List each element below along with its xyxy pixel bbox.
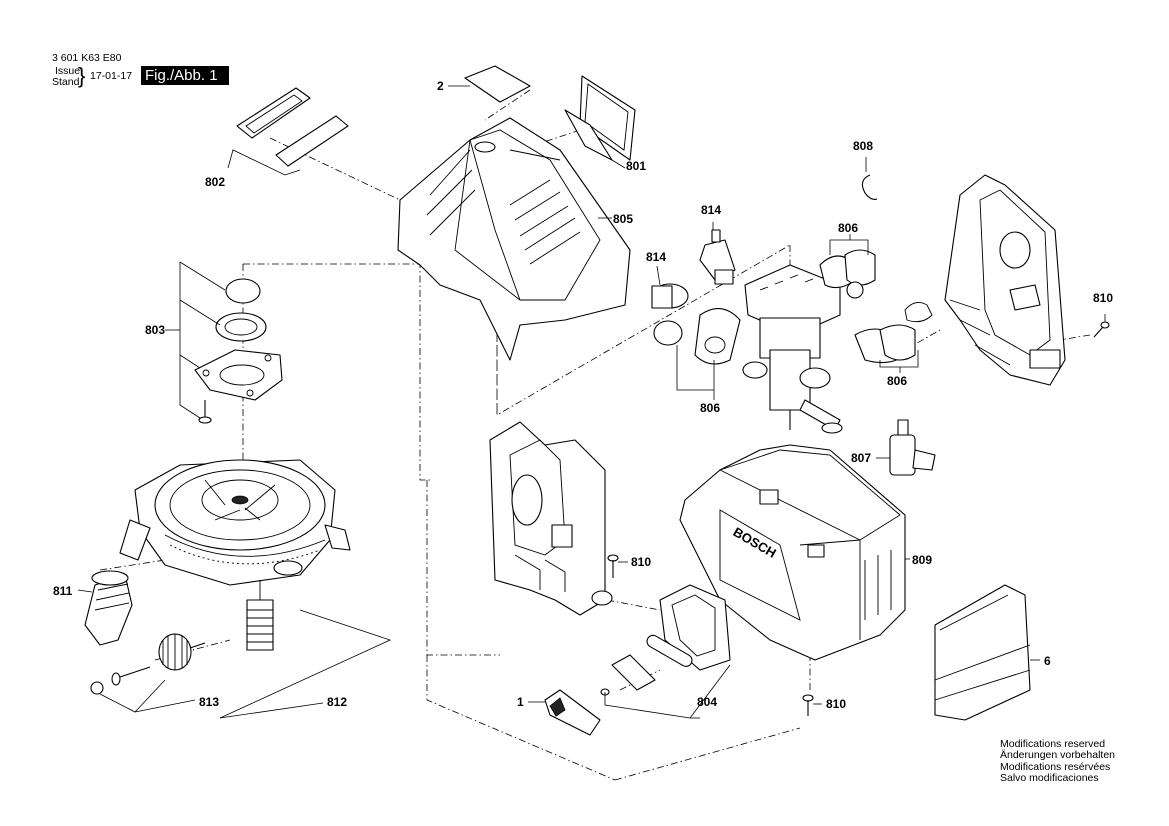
part-808-clip [861, 157, 878, 200]
note-es: Salvo modificaciones [1000, 771, 1099, 784]
part-810-screw-right [1093, 314, 1110, 338]
label-6: 6 [1044, 654, 1051, 668]
modification-notes: Modifications reserved Änderungen vorbeh… [1000, 738, 1116, 784]
label-810-bottom: 810 [826, 697, 846, 711]
part-2-cover-plate [448, 65, 531, 103]
part-810-screw-middle [607, 554, 628, 578]
label-806-left: 806 [700, 401, 720, 415]
label-804: 804 [697, 695, 717, 709]
spring-clip-right [904, 301, 933, 323]
label-813: 813 [199, 695, 219, 709]
part-813-knob-screw [90, 633, 206, 713]
part-labels: 2 801 802 805 803 811 813 812 1 810 804 … [53, 79, 1113, 711]
label-812: 812 [327, 695, 347, 709]
label-807: 807 [851, 451, 871, 465]
note-de: Änderungen vorbehalten [1000, 749, 1116, 762]
part-810-screw-bottom [802, 694, 822, 716]
label-806-right: 806 [887, 374, 907, 388]
brace-glyph: } [78, 63, 86, 88]
label-1: 1 [517, 695, 524, 709]
part-802-windows [227, 87, 349, 176]
leader-812 [219, 609, 392, 719]
label-802: 802 [205, 175, 225, 189]
part-806-holders-right [854, 324, 919, 373]
part-805-top-housing [397, 117, 631, 361]
part-807-holder [876, 419, 936, 476]
figure-label: Fig./Abb. 1 [141, 66, 229, 85]
part-1-slider [528, 689, 601, 736]
label-808: 808 [853, 139, 873, 153]
part-number: 3 601 K63 E80 [52, 52, 122, 64]
part-804-switch-assembly [600, 584, 731, 719]
note-fr: Modifications resérvées [1000, 760, 1111, 773]
part-803-adapter-set [165, 261, 283, 424]
label-811: 811 [53, 584, 73, 598]
part-6-front-cover [934, 584, 1040, 721]
label-806-top: 806 [838, 221, 858, 235]
issue-label: Issue [55, 65, 81, 77]
stand-label: Stand [52, 76, 80, 88]
label-814-left: 814 [646, 250, 666, 264]
laser-module [742, 264, 843, 434]
part-814-sensor-left [651, 265, 689, 309]
label-803: 803 [145, 323, 165, 337]
label-810-right: 810 [1093, 291, 1113, 305]
issue-date: 17-01-17 [90, 70, 133, 82]
part-801-window [564, 75, 636, 169]
inner-chassis [489, 421, 613, 616]
part-812-rotating-base [119, 459, 351, 651]
part-814-sensor-top [699, 222, 736, 285]
label-814-top: 814 [701, 203, 721, 217]
part-809-lower-housing: BOSCH [679, 444, 910, 661]
label-809: 809 [912, 553, 932, 567]
rear-chassis-frame [944, 174, 1066, 386]
part-806-holders-left [653, 308, 741, 400]
part-811-adjust-foot [77, 570, 133, 646]
part-806-holders-top [819, 234, 876, 299]
label-805: 805 [613, 212, 633, 226]
leader-812b [219, 702, 324, 719]
label-801: 801 [626, 159, 646, 173]
label-810-middle: 810 [631, 555, 651, 569]
note-en: Modifications reserved [1000, 738, 1106, 750]
label-2: 2 [437, 79, 444, 93]
